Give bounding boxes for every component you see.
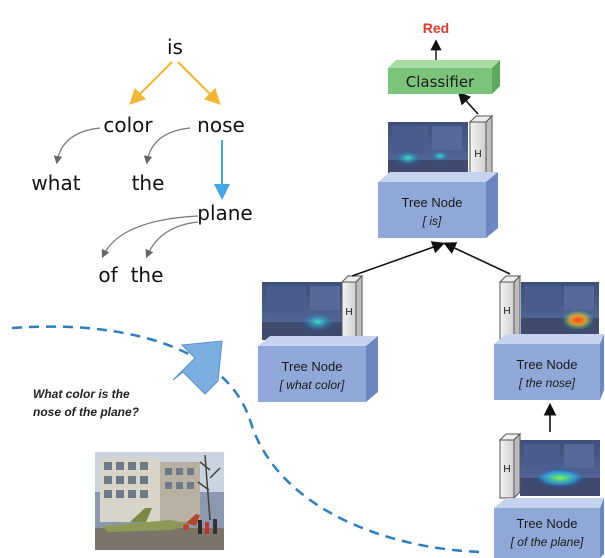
tree-node-bottom-word: [ of the plane] <box>510 535 584 549</box>
classifier-block: Classifier <box>388 60 500 94</box>
tree-node-bottom-title: Tree Node <box>517 516 578 531</box>
word-of: of <box>98 263 118 287</box>
attention-map-root <box>388 122 468 178</box>
hidden-state-bottom: H <box>498 432 522 500</box>
input-image <box>95 452 224 550</box>
word-the: the <box>132 171 165 195</box>
word-what: what <box>31 171 80 195</box>
hidden-state-root: H <box>468 114 494 186</box>
edge-plane-the <box>145 221 199 259</box>
tree-node-of-the-plane: Tree Node [ of the plane] <box>494 498 604 558</box>
attention-map-what-color <box>262 282 344 340</box>
hidden-label-right: H <box>503 306 510 317</box>
tree-node-root-word: [ is] <box>422 214 442 228</box>
edge-is-color <box>129 61 173 105</box>
tree-node-what-color: Tree Node [ what color] <box>258 336 378 402</box>
tree-node-right-title: Tree Node <box>517 357 578 372</box>
hidden-state-right: H <box>498 274 522 342</box>
input-arrow-icon <box>172 340 223 395</box>
question-line-1: What color is the <box>33 387 130 401</box>
answer-label: Red <box>423 20 449 36</box>
dashed-separator-curve <box>11 325 481 554</box>
attention-map-the-nose <box>521 282 599 336</box>
word-nose: nose <box>197 113 245 137</box>
tree-node-right-word: [ the nose] <box>518 376 576 390</box>
hidden-label-bottom: H <box>503 464 510 475</box>
edge-color-what <box>53 127 101 165</box>
tree-node-left-title: Tree Node <box>282 359 343 374</box>
tree-node-root-title: Tree Node <box>402 195 463 210</box>
arrow-root-to-classifier <box>457 91 479 115</box>
hidden-label-left: H <box>345 307 352 318</box>
tree-node-root: Tree Node [ is] <box>378 172 498 238</box>
edge-nose-the <box>143 127 191 165</box>
question-line-2: nose of the plane? <box>33 405 140 419</box>
arrow-left-to-root <box>351 241 446 277</box>
word-color: color <box>103 113 153 137</box>
tree-node-left-word: [ what color] <box>279 378 345 392</box>
dependency-parse-tree: is color nose what the plane of the <box>31 35 252 287</box>
attention-map-of-the-plane <box>520 440 600 496</box>
edge-is-nose <box>177 61 221 105</box>
classifier-label: Classifier <box>406 73 475 91</box>
word-plane: plane <box>197 201 253 225</box>
word-the-2: the <box>131 263 164 287</box>
edge-plane-of <box>101 215 199 259</box>
hidden-label-root: H <box>474 149 481 160</box>
word-is: is <box>167 35 183 59</box>
hidden-state-left: H <box>340 274 364 344</box>
tree-node-the-nose: Tree Node [ the nose] <box>494 334 604 400</box>
arrow-right-to-root <box>443 242 511 275</box>
